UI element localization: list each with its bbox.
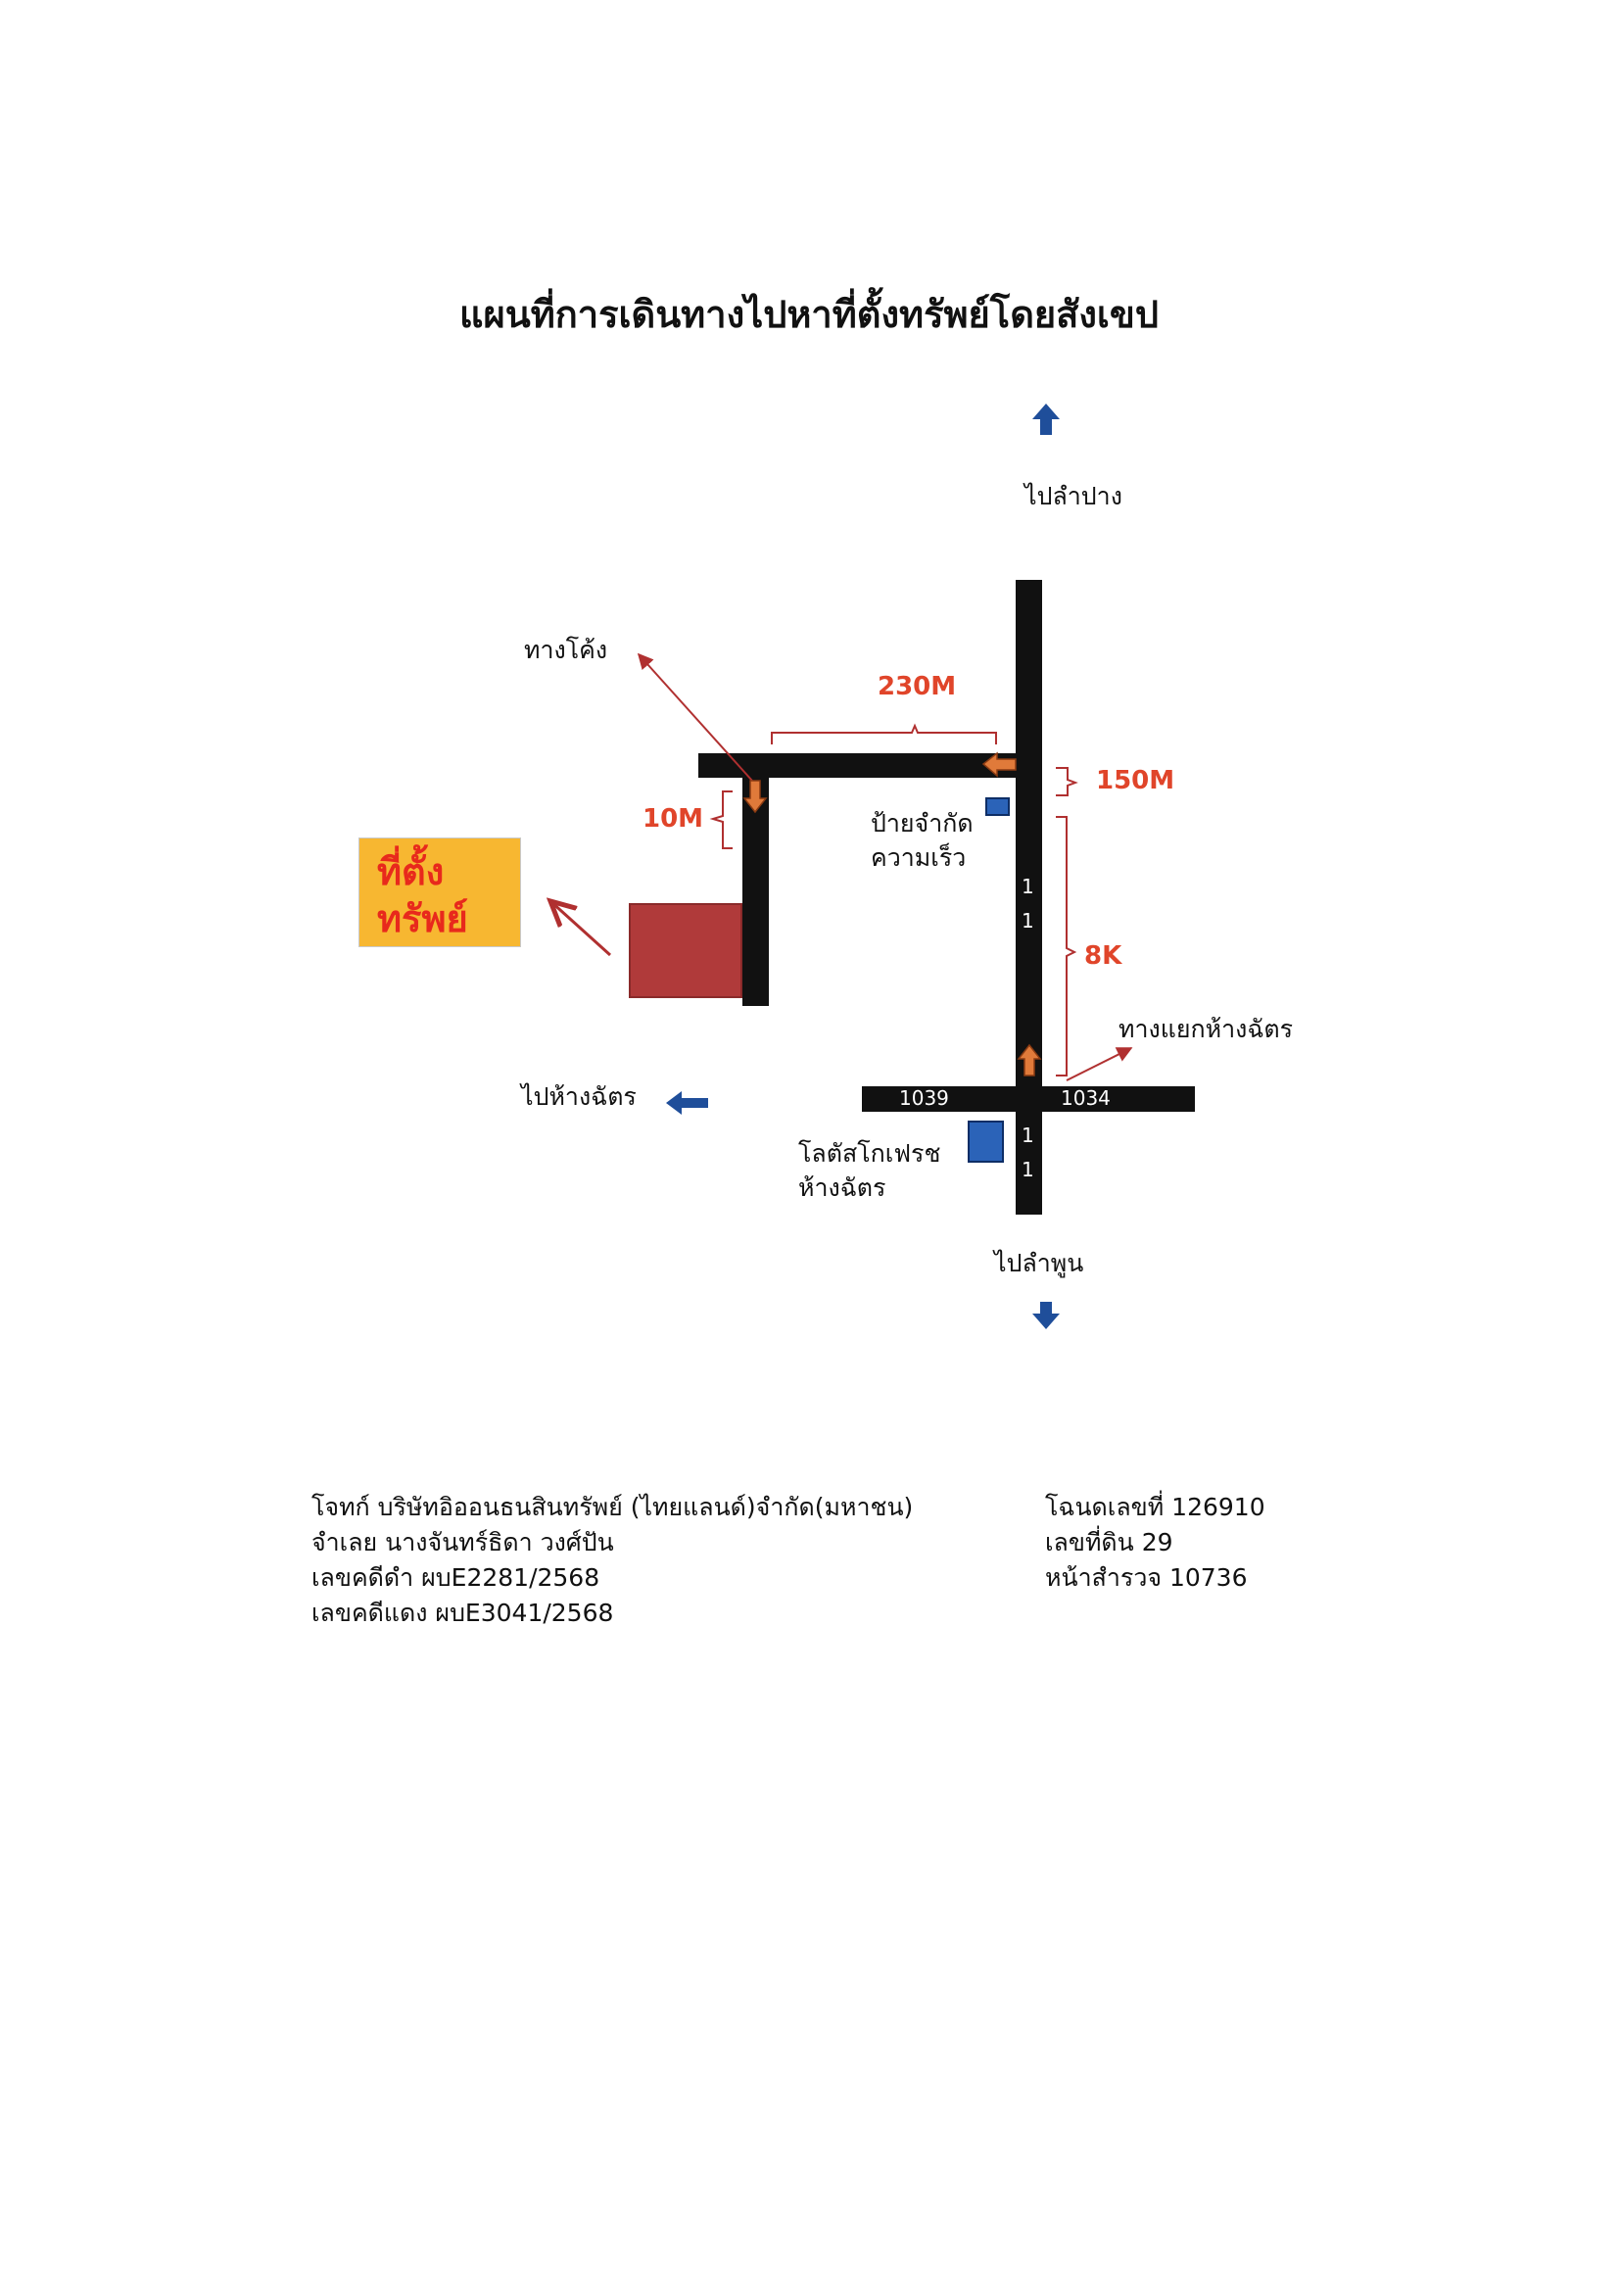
land-info-block: โฉนดเลขที่ 126910 เลขที่ดิน 29 หน้าสำรวจ… [1045,1490,1265,1596]
junction-pointer-line [1066,1047,1133,1081]
map-title: แผนที่การเดินทางไปหาที่ตั้งทรัพย์โดยสังเ… [459,293,1159,336]
property-pointer [550,901,612,957]
lotus-store-label-line2: ห้างฉัตร [798,1173,886,1202]
road-number-digit: 1 [1022,909,1034,933]
property-label-line2: ทรัพย์ [377,897,468,940]
lotus-store-label: โลตัสโกเฟรช ห้างฉัตร [798,1136,940,1205]
cross-road-1039-1034 [862,1086,1195,1112]
case-info-block: โจทก์ บริษัทอิออนธนสินทรัพย์ (ไทยแลนด์)จ… [311,1490,913,1631]
distance-230m: 230M [878,672,957,701]
bracket-150m [1056,767,1078,796]
land-number: เลขที่ดิน 29 [1045,1528,1173,1556]
road-number-1039: 1039 [899,1086,949,1110]
bracket-10m [709,790,733,849]
side-road-to-curve [698,753,1016,778]
road-number-digit: 1 [1022,1124,1034,1147]
curve-label: ทางโค้ง [524,636,608,664]
lotus-store-marker [968,1121,1004,1163]
property-label-line1: ที่ตั้ง [377,850,445,893]
lotus-store-label-line1: โลตัสโกเฟรช [798,1139,941,1168]
bracket-8k [1056,816,1077,1076]
road-number-1034: 1034 [1061,1086,1111,1110]
defendant-text: จำเลย นางจันทร์ธิดา วงศ์ปัน [311,1528,614,1556]
route-arrow-left-icon [981,751,1017,778]
speed-sign-label-line2: ความเร็ว [871,843,967,872]
route-arrow-down-icon [742,780,768,814]
red-case-number: เลขคดีแดง ผบE3041/2568 [311,1599,614,1627]
branch-road-to-property [742,778,769,1006]
distance-8k: 8K [1084,941,1122,971]
curve-pointer-line [637,652,753,782]
speed-limit-sign-marker [985,797,1010,816]
south-arrow-icon [1032,1302,1060,1329]
black-case-number: เลขคดีดำ ผบE2281/2568 [311,1563,600,1592]
bracket-230m [771,723,997,744]
plaintiff-text: โจทก์ บริษัทอิออนธนสินทรัพย์ (ไทยแลนด์)จ… [311,1493,914,1521]
distance-10m: 10M [642,804,704,834]
property-plot [629,903,742,998]
west-arrow-icon [666,1091,708,1115]
deed-number: โฉนดเลขที่ 126910 [1045,1493,1265,1521]
direction-north-label: ไปลำปาง [1024,482,1122,510]
road-number-digit: 1 [1022,875,1034,898]
speed-sign-label-line1: ป้ายจำกัด [871,809,974,837]
distance-150m: 150M [1096,766,1175,795]
north-arrow-icon [1032,404,1060,435]
road-number-digit: 1 [1022,1158,1034,1181]
speed-sign-label: ป้ายจำกัด ความเร็ว [871,806,974,875]
direction-south-label: ไปลำพูน [994,1249,1084,1277]
survey-page: หน้าสำรวจ 10736 [1045,1563,1248,1592]
junction-label: ทางแยกห้างฉัตร [1118,1015,1294,1043]
property-location-label: ที่ตั้ง ทรัพย์ [358,837,521,947]
route-arrow-up-icon [1017,1043,1042,1076]
direction-west-label: ไปห้างฉัตร [521,1082,637,1111]
